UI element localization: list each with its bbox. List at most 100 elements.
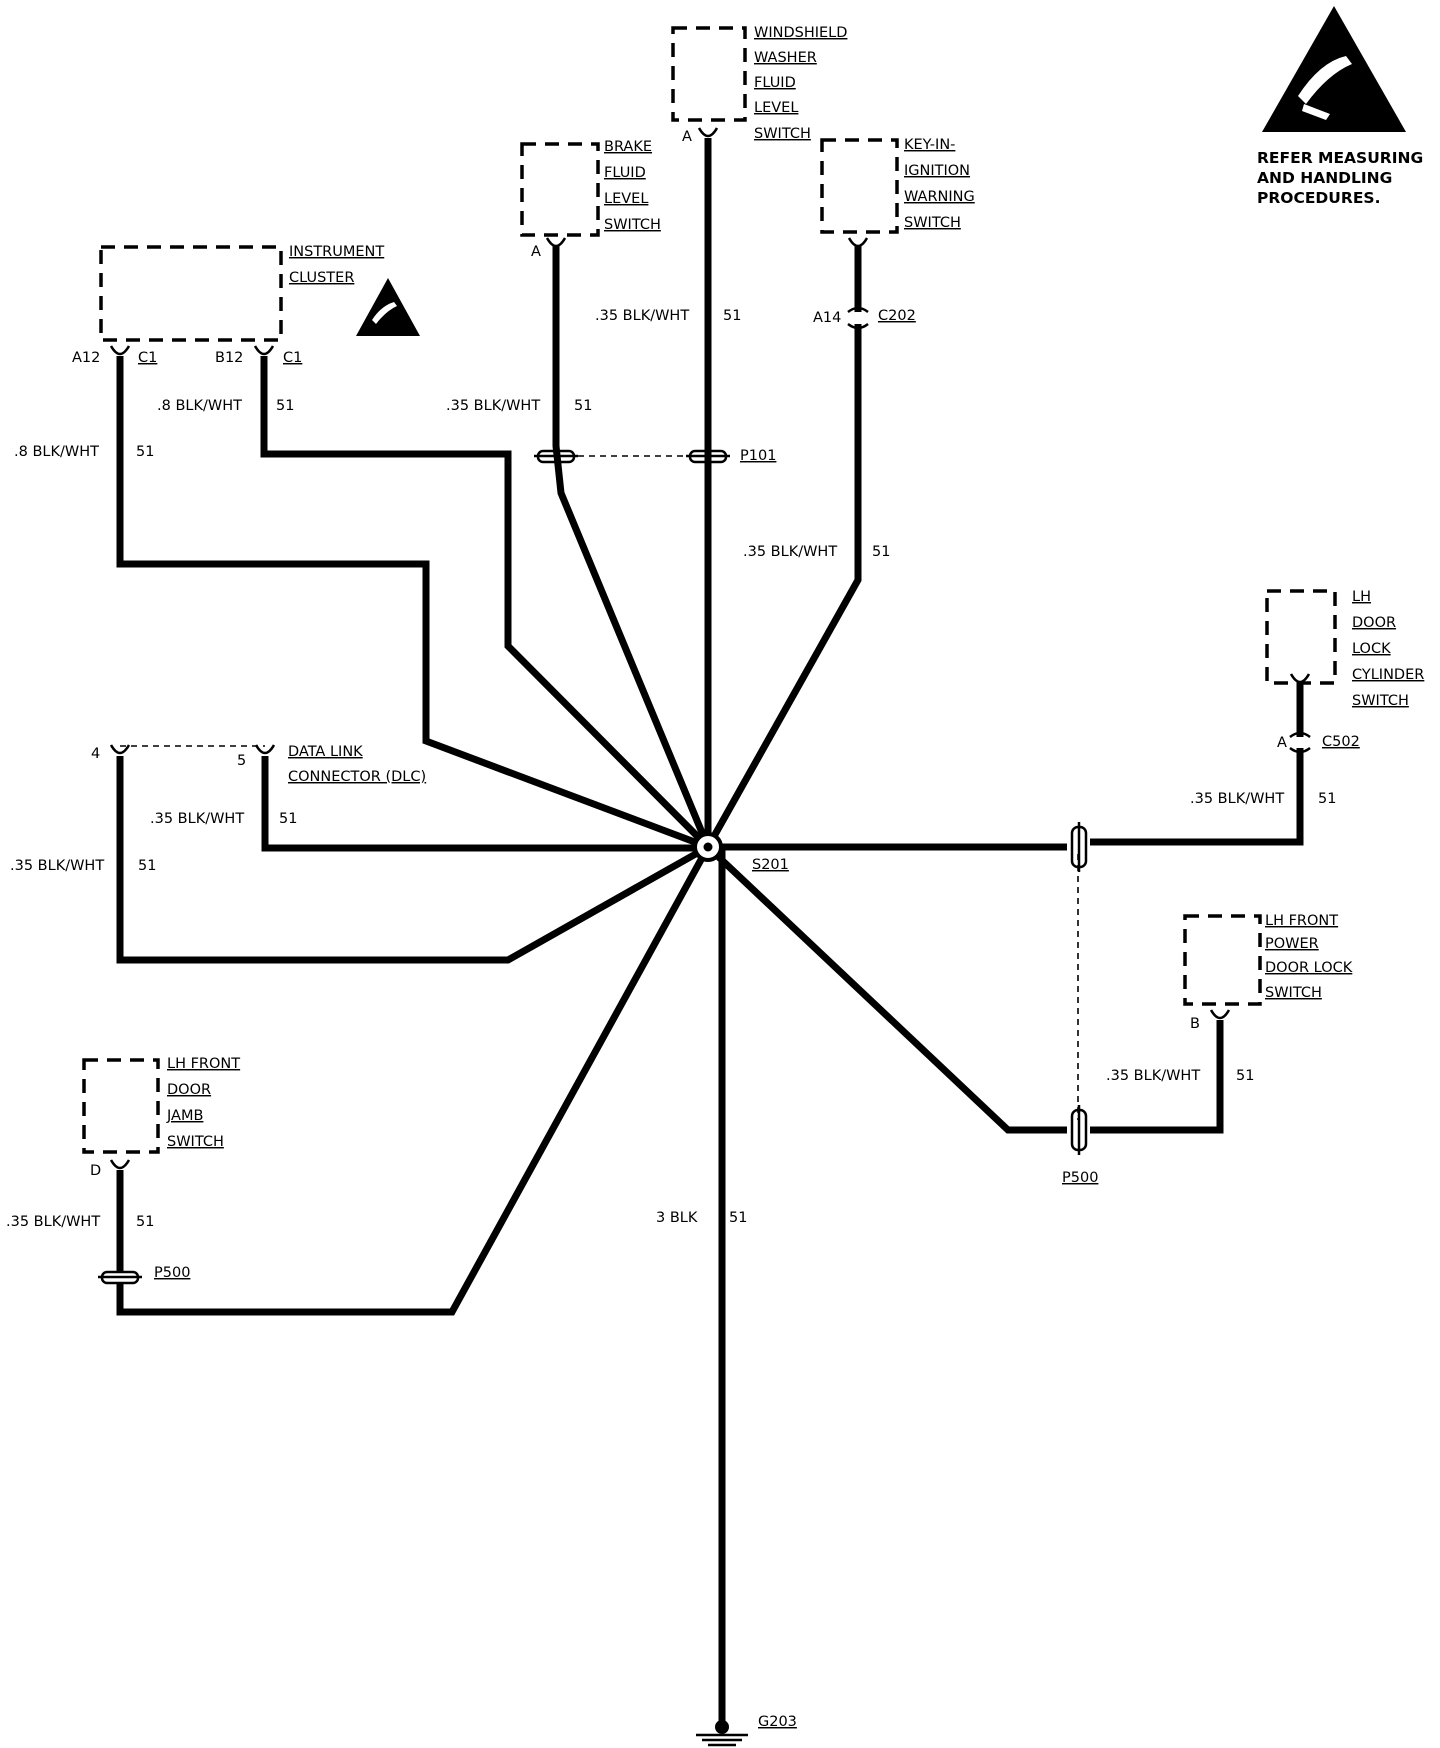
pin-dlc-4: 4 bbox=[91, 746, 100, 762]
key-in-switch-box bbox=[820, 138, 899, 234]
wire-power-door-lock-harness bbox=[705, 844, 1067, 1134]
key-in-label-1: KEY-IN- bbox=[904, 137, 955, 153]
lock-cyl-label-4: CYLINDER bbox=[1352, 667, 1424, 683]
wire-power-door-lock-switch bbox=[1090, 1020, 1224, 1134]
wiring bbox=[116, 138, 1304, 1722]
key-in-switch-label: KEY-IN- IGNITION WARNING SWITCH bbox=[904, 137, 975, 231]
wire-circuit-ground: 51 bbox=[729, 1210, 747, 1226]
jamb-label-1: LH FRONT bbox=[167, 1056, 240, 1072]
instrument-cluster-box bbox=[99, 245, 283, 342]
wire-label-b12: .8 BLK/WHT bbox=[157, 398, 242, 414]
wire-label-lock-cylinder: .35 BLK/WHT bbox=[1190, 791, 1284, 807]
door-jamb-switch-label: LH FRONT DOOR JAMB SWITCH bbox=[166, 1056, 240, 1150]
pin-a12: A12 bbox=[72, 350, 100, 366]
washer-label-4: LEVEL bbox=[754, 100, 798, 116]
pin-jamb-d: D bbox=[90, 1163, 101, 1179]
power-lock-label-2: POWER bbox=[1265, 936, 1319, 952]
grommet-p101-brake bbox=[534, 449, 578, 464]
instrument-cluster-label-2: CLUSTER bbox=[289, 270, 354, 286]
wire-label-dlc-4: .35 BLK/WHT bbox=[10, 858, 104, 874]
wire-circuit-washer: 51 bbox=[723, 308, 741, 324]
wire-circuit-brake: 51 bbox=[574, 398, 592, 414]
dlc-label: DATA LINK CONNECTOR (DLC) bbox=[288, 744, 426, 785]
grommet-p101-washer bbox=[686, 449, 730, 464]
esd-notice-line-1: REFER MEASURING bbox=[1257, 149, 1423, 167]
pin-labels: A12 C1 B12 C1 A A A14 4 5 A B D bbox=[72, 129, 1287, 1179]
connector-c202-label: C202 bbox=[878, 308, 916, 324]
esd-warning-triangle-icon bbox=[1262, 6, 1406, 132]
pin-hook-a12 bbox=[109, 345, 131, 356]
pin-hook-lock-cylinder bbox=[1289, 673, 1311, 684]
pin-hook-dlc-5 bbox=[254, 744, 276, 755]
wire-circuit-a12: 51 bbox=[136, 444, 154, 460]
pin-hook-power-lock bbox=[1209, 1009, 1231, 1020]
lock-cyl-label-3: LOCK bbox=[1352, 641, 1391, 657]
pin-brake-a: A bbox=[531, 244, 541, 260]
dlc-label-2: CONNECTOR (DLC) bbox=[288, 769, 426, 785]
wire-label-ground: 3 BLK bbox=[656, 1210, 698, 1226]
wire-label-jamb: .35 BLK/WHT bbox=[6, 1214, 100, 1230]
brake-label-2: FLUID bbox=[604, 165, 646, 181]
wire-lock-cylinder-harness bbox=[1090, 748, 1304, 846]
splice-s201-symbol bbox=[693, 832, 723, 862]
wire-label-power-lock: .35 BLK/WHT bbox=[1106, 1068, 1200, 1084]
washer-label-3: FLUID bbox=[754, 75, 796, 91]
wire-circuit-power-lock: 51 bbox=[1236, 1068, 1254, 1084]
pin-a14: A14 bbox=[813, 310, 841, 326]
lock-cylinder-switch-label: LH DOOR LOCK CYLINDER SWITCH bbox=[1352, 589, 1424, 709]
pin-a12-c1: C1 bbox=[138, 350, 157, 366]
pin-dlc-5: 5 bbox=[237, 753, 246, 769]
inline-connector-c202-symbol bbox=[847, 306, 869, 330]
brake-label-1: BRAKE bbox=[604, 139, 652, 155]
power-door-lock-switch-box bbox=[1183, 914, 1262, 1006]
brake-fluid-switch-label: BRAKE FLUID LEVEL SWITCH bbox=[604, 139, 661, 233]
instrument-cluster-label: INSTRUMENT CLUSTER bbox=[289, 244, 384, 286]
key-in-label-3: WARNING bbox=[904, 189, 975, 205]
wire-labels: .8 BLK/WHT 51 .8 BLK/WHT 51 .35 BLK/WHT … bbox=[6, 308, 1336, 1230]
wire-lh-door-jamb-harness bbox=[116, 845, 712, 1316]
grommet-p500-jamb bbox=[98, 1270, 142, 1285]
connector-labels: C202 C502 P101 P500 P500 S201 G203 bbox=[154, 308, 1360, 1730]
connector-c502-label: C502 bbox=[1322, 734, 1360, 750]
brake-label-4: SWITCH bbox=[604, 217, 661, 233]
pin-washer-a: A bbox=[682, 129, 692, 145]
jamb-label-2: DOOR bbox=[167, 1082, 211, 1098]
wire-instrument-cluster-b12 bbox=[260, 356, 711, 850]
power-lock-label-4: SWITCH bbox=[1265, 985, 1322, 1001]
pin-hooks bbox=[109, 127, 1311, 1170]
esd-cluster-warning-icon bbox=[356, 278, 420, 336]
wire-circuit-dlc-4: 51 bbox=[138, 858, 156, 874]
washer-fluid-switch-box bbox=[671, 26, 747, 122]
door-jamb-switch-box bbox=[82, 1058, 160, 1154]
wire-key-in-switch-harness bbox=[704, 324, 862, 849]
wire-label-dlc-5: .35 BLK/WHT bbox=[150, 811, 244, 827]
pin-b12: B12 bbox=[215, 350, 243, 366]
wire-label-key-in: .35 BLK/WHT bbox=[743, 544, 837, 560]
power-lock-label-3: DOOR LOCK bbox=[1265, 960, 1353, 976]
pin-b12-c1: C1 bbox=[283, 350, 302, 366]
connector-p500-jamb-label: P500 bbox=[154, 1265, 190, 1281]
grommet-p500-upper bbox=[1070, 822, 1088, 872]
wire-label-brake: .35 BLK/WHT bbox=[446, 398, 540, 414]
ground-g203-symbol bbox=[696, 1720, 748, 1747]
esd-notice-line-3: PROCEDURES. bbox=[1257, 189, 1380, 207]
jamb-label-3: JAMB bbox=[166, 1108, 203, 1124]
wire-label-washer: .35 BLK/WHT bbox=[595, 308, 689, 324]
key-in-label-4: SWITCH bbox=[904, 215, 961, 231]
brake-label-3: LEVEL bbox=[604, 191, 648, 207]
lock-cyl-label-1: LH bbox=[1352, 589, 1371, 605]
dlc-label-1: DATA LINK bbox=[288, 744, 363, 760]
wire-dlc-pin4 bbox=[116, 756, 710, 964]
wire-circuit-key-in: 51 bbox=[872, 544, 890, 560]
pin-hook-b12 bbox=[253, 345, 275, 356]
pin-power-b: B bbox=[1190, 1016, 1200, 1032]
pin-hook-dlc-4 bbox=[109, 744, 131, 755]
power-door-lock-switch-label: LH FRONT POWER DOOR LOCK SWITCH bbox=[1265, 913, 1353, 1001]
esd-notice: REFER MEASURING AND HANDLING PROCEDURES. bbox=[1257, 149, 1423, 207]
wire-dlc-pin5 bbox=[261, 756, 708, 852]
pin-hook-key-in bbox=[847, 237, 869, 248]
connector-p101-label: P101 bbox=[740, 448, 776, 464]
brake-fluid-switch-box bbox=[520, 142, 600, 237]
ground-g203-label: G203 bbox=[758, 1714, 797, 1730]
key-in-label-2: IGNITION bbox=[904, 163, 970, 179]
